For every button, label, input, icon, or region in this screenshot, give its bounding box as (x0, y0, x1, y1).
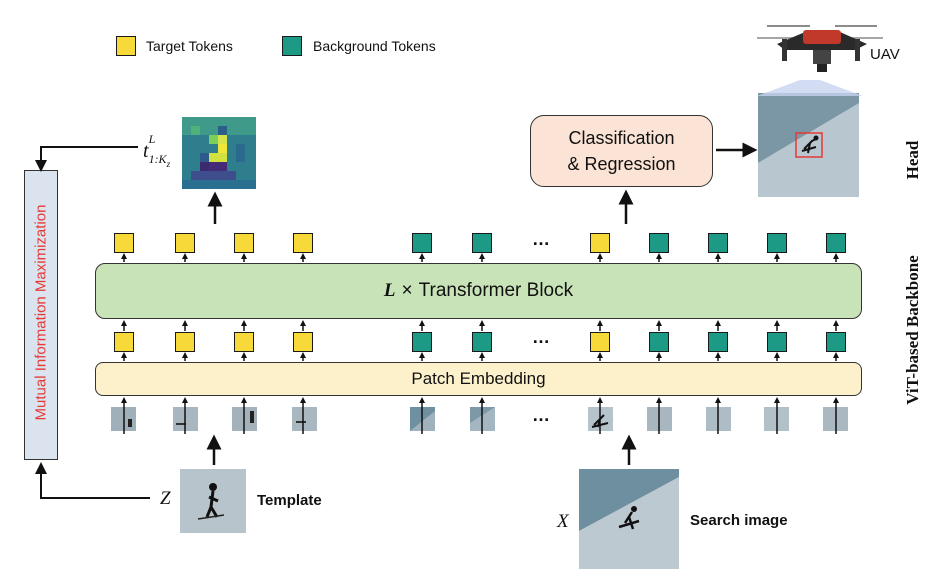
search-label: Search image (690, 512, 788, 529)
input-token-background-10 (767, 332, 787, 352)
patch-template-1 (111, 407, 136, 431)
output-token-background-5 (412, 233, 432, 253)
patch-embedding-label: Patch Embedding (411, 369, 546, 388)
output-token-target-7 (590, 233, 610, 253)
search-image (579, 469, 679, 569)
bounding-box (795, 132, 823, 158)
uav-view-cone (757, 80, 863, 96)
arrow-feature-to-mim (35, 146, 138, 172)
arrow-template-to-mim (35, 462, 150, 499)
feature-label-main: t (143, 140, 149, 162)
patch-embedding: Patch Embedding (95, 362, 862, 396)
result-image (758, 93, 859, 197)
output-token-background-11 (826, 233, 846, 253)
feature-label-sub: 1:K (148, 152, 167, 166)
image-patches (111, 407, 848, 431)
output-token-target-2 (175, 233, 195, 253)
patch-template-4 (292, 407, 317, 431)
cls-reg-line2: & Regression (567, 154, 676, 174)
patch-search-7 (823, 407, 848, 431)
legend-target-label: Target Tokens (146, 38, 233, 54)
patch-template-2 (173, 407, 198, 431)
input-token-background-9 (708, 332, 728, 352)
patch-search-3 (588, 407, 613, 431)
transformer-prefix: L (383, 280, 396, 301)
input-token-background-11 (826, 332, 846, 352)
output-token-target-4 (293, 233, 313, 253)
backbone-label: ViT-based Backbone (903, 255, 922, 405)
patch-template-3 (232, 407, 257, 431)
input-token-target-4 (293, 332, 313, 352)
input-token-background-8 (649, 332, 669, 352)
patch-search-6 (764, 407, 789, 431)
transformer-times: × (401, 280, 413, 301)
drone-icon (757, 25, 883, 72)
input-token-background-6 (472, 332, 492, 352)
patch-search-4 (647, 407, 672, 431)
template-label: Template (257, 492, 322, 509)
patch-search-5 (706, 407, 731, 431)
input-token-target-2 (175, 332, 195, 352)
output-token-background-6 (472, 233, 492, 253)
input-token-background-5 (412, 332, 432, 352)
output-token-background-8 (649, 233, 669, 253)
input-token-target-1 (114, 332, 134, 352)
feature-label-sup: L (148, 132, 156, 146)
uav-label: UAV (870, 46, 900, 63)
search-symbol: X (557, 511, 569, 532)
feature-heatmap (182, 117, 256, 189)
template-image (180, 469, 246, 533)
ellipsis-upper: … (532, 229, 552, 249)
legend-background-label: Background Tokens (313, 38, 436, 54)
template-symbol: Z (160, 488, 171, 509)
output-token-target-1 (114, 233, 134, 253)
cls-reg-line1: Classification (568, 128, 675, 148)
transformer-text: Transformer Block (418, 280, 574, 301)
legend-background-swatch (282, 36, 302, 56)
classification-regression-head: Classification & Regression (530, 115, 713, 187)
head-label: Head (903, 140, 922, 180)
patch-search-2 (470, 407, 495, 431)
ellipsis-lower: … (532, 327, 552, 347)
legend-target-swatch (116, 36, 136, 56)
ellipsis-patches: … (532, 405, 552, 425)
input-token-target-7 (590, 332, 610, 352)
input-token-target-3 (234, 332, 254, 352)
output-token-background-9 (708, 233, 728, 253)
feature-label-subsub: z (166, 159, 171, 169)
transformer-block: L × Transformer Block (95, 263, 862, 319)
mim-box (24, 170, 58, 460)
patch-search-1 (410, 407, 435, 431)
output-token-target-3 (234, 233, 254, 253)
output-token-background-10 (767, 233, 787, 253)
